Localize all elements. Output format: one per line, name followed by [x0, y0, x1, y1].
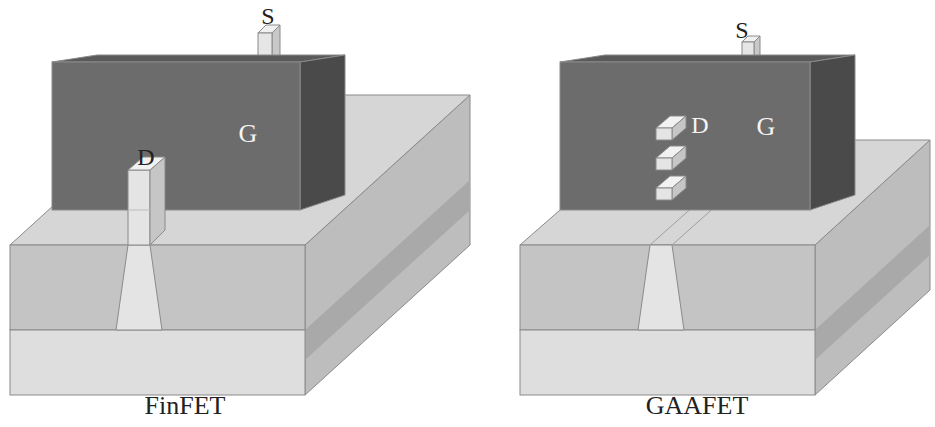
gaafet-structure — [520, 36, 930, 395]
nanowire — [656, 128, 672, 140]
nanowire — [672, 146, 686, 170]
terminal-label: S — [261, 4, 274, 28]
nanowire — [672, 176, 686, 200]
terminal-label: D — [137, 145, 154, 169]
finfet-structure — [10, 25, 470, 395]
terminal-label: D — [691, 113, 708, 137]
nanowire — [656, 158, 672, 170]
structure-caption: FinFET — [145, 393, 226, 419]
terminal-label: G — [239, 121, 258, 147]
nanowire — [656, 188, 672, 200]
terminal-label: G — [757, 114, 776, 140]
terminal-label: S — [735, 18, 748, 42]
structure-caption: GAAFET — [646, 393, 749, 419]
nanowire — [672, 116, 686, 140]
